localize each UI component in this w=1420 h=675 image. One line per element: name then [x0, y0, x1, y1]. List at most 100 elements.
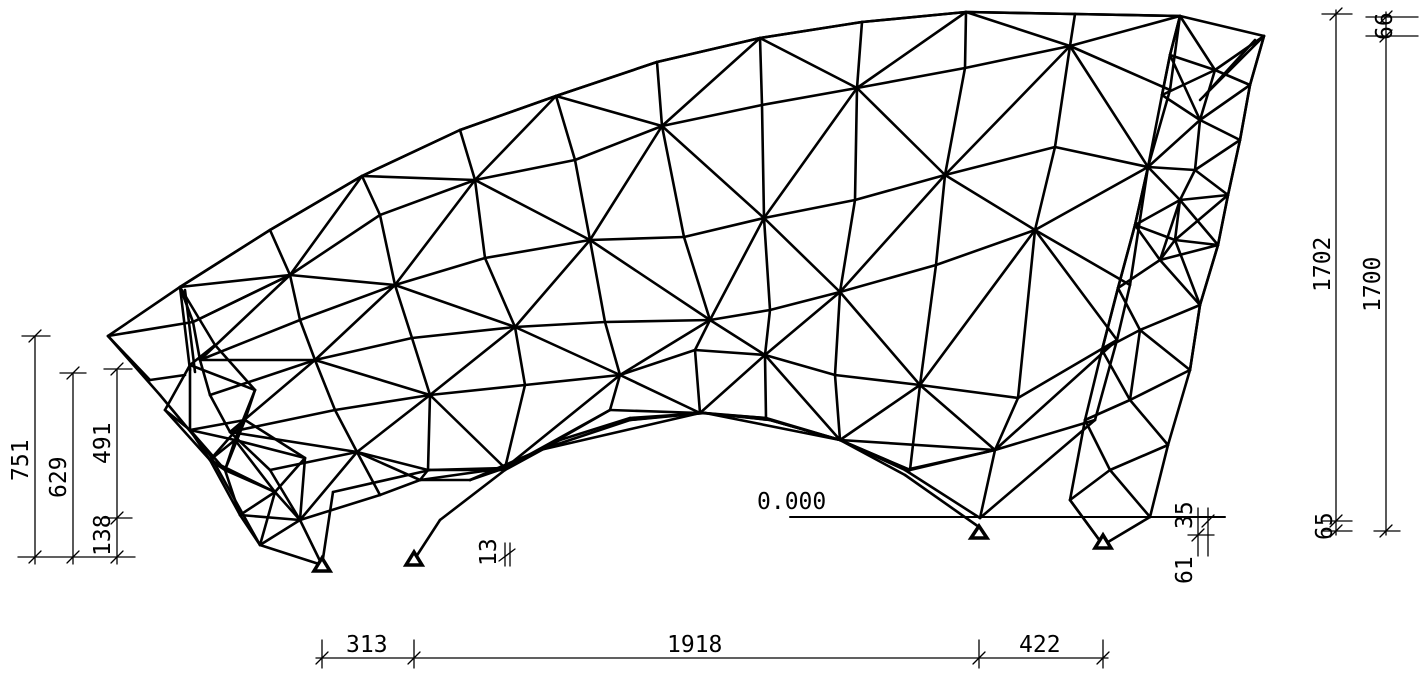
truss-member [1093, 338, 1119, 422]
truss-member [333, 393, 432, 412]
truss-member [763, 308, 772, 357]
truss-member [188, 428, 227, 472]
truss-member [213, 343, 257, 392]
dim-751: 751 [8, 439, 34, 481]
truss-member [258, 518, 302, 547]
truss-member [258, 490, 277, 547]
truss-member [1108, 468, 1152, 519]
truss-member [660, 36, 762, 128]
truss-member [178, 285, 192, 372]
truss-member [855, 86, 947, 177]
truss-member [1100, 328, 1142, 352]
truss-member [1160, 53, 1172, 97]
truss-member [918, 383, 997, 452]
truss-member [1101, 515, 1152, 547]
truss-member [628, 411, 707, 420]
truss-member [918, 228, 1037, 387]
truss-member [660, 103, 764, 128]
truss-member [273, 490, 302, 522]
truss-member [655, 60, 664, 128]
dim-61: 61 [1172, 556, 1198, 584]
truss-member [238, 513, 302, 522]
truss-member [918, 383, 1020, 400]
truss-member [855, 66, 967, 90]
dim-313: 313 [346, 632, 388, 658]
truss-member [1193, 118, 1202, 172]
truss-member [513, 325, 527, 387]
truss-member [1138, 303, 1202, 332]
truss-member [1116, 223, 1137, 290]
truss-member [268, 174, 364, 232]
truss-member [503, 383, 527, 470]
truss-member [313, 358, 337, 412]
truss-member [1016, 228, 1037, 400]
truss-member [703, 411, 772, 422]
truss-member [1160, 93, 1202, 122]
truss-member [208, 458, 242, 517]
truss-member [943, 145, 1057, 177]
truss-member [320, 490, 335, 567]
truss-member [838, 198, 857, 294]
truss-member [768, 418, 842, 442]
truss-member [288, 273, 302, 322]
truss-member [1173, 238, 1220, 247]
truss-member [1053, 145, 1150, 169]
truss-member [1226, 138, 1242, 197]
truss-member [1128, 398, 1170, 447]
elevation-label: 0.000 [757, 489, 826, 515]
truss-member [538, 411, 702, 452]
truss-member [763, 290, 842, 357]
truss-member [588, 124, 664, 242]
truss-member [558, 416, 632, 442]
truss-member [838, 438, 997, 452]
truss-member [360, 174, 382, 217]
right-vertical-dimensions: 1702 1700 66 65 [1310, 7, 1419, 540]
truss-member [223, 468, 242, 517]
truss-member [573, 124, 664, 162]
local-dimensions: 13 35 61 [476, 501, 1215, 584]
truss-member [410, 336, 432, 397]
truss-member [1173, 198, 1182, 242]
truss-member [268, 450, 359, 472]
truss-member [554, 94, 577, 162]
truss-member [412, 518, 442, 562]
truss-member [908, 383, 922, 472]
truss-member [655, 36, 762, 64]
truss-member [243, 418, 307, 460]
truss-member [1158, 243, 1220, 262]
truss-member [106, 334, 152, 382]
truss-member [298, 318, 317, 362]
truss-member [682, 216, 766, 239]
truss-member [833, 373, 922, 387]
truss-member [1178, 198, 1220, 247]
truss-member [693, 348, 702, 415]
truss-member [708, 318, 767, 357]
truss-member [1033, 165, 1150, 232]
truss-member [1133, 223, 1162, 262]
truss-member [1128, 368, 1192, 402]
truss-member [428, 383, 527, 397]
truss-member [208, 358, 317, 397]
truss-member [698, 353, 767, 415]
truss-member [1178, 168, 1197, 202]
dim-138: 138 [90, 514, 116, 556]
truss-member [1178, 14, 1266, 38]
left-vertical-dimensions: 751 629 491 138 [8, 329, 136, 565]
truss-member [760, 86, 859, 107]
truss-member [1158, 198, 1182, 262]
truss-member [1193, 138, 1242, 172]
truss-member [1068, 418, 1087, 502]
truss-member [233, 438, 307, 460]
truss-member [243, 388, 257, 422]
truss-member [393, 256, 487, 287]
dim-629: 629 [46, 456, 72, 498]
truss-member [288, 273, 397, 287]
truss-member [188, 363, 257, 392]
dim-1700: 1700 [1360, 257, 1386, 312]
truss-member [1108, 443, 1170, 472]
truss-member [768, 290, 842, 312]
truss-member [758, 36, 764, 107]
truss-member [191, 273, 292, 324]
truss-member [483, 256, 517, 329]
truss-member [360, 128, 462, 178]
